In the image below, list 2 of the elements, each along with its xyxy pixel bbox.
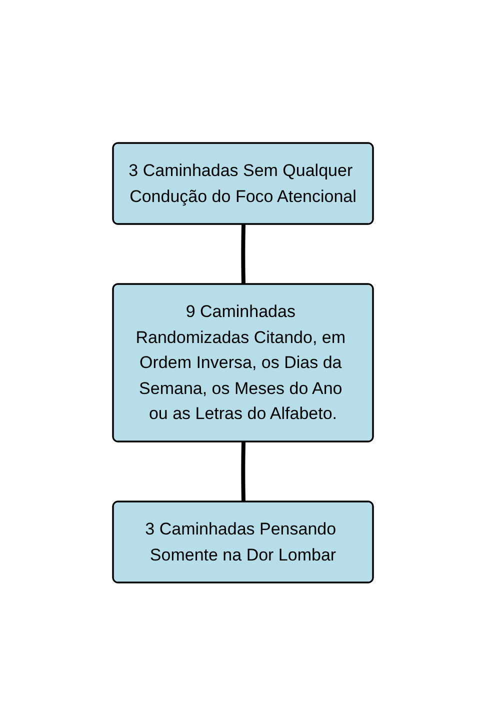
connector [241, 442, 246, 502]
connector [241, 224, 246, 285]
